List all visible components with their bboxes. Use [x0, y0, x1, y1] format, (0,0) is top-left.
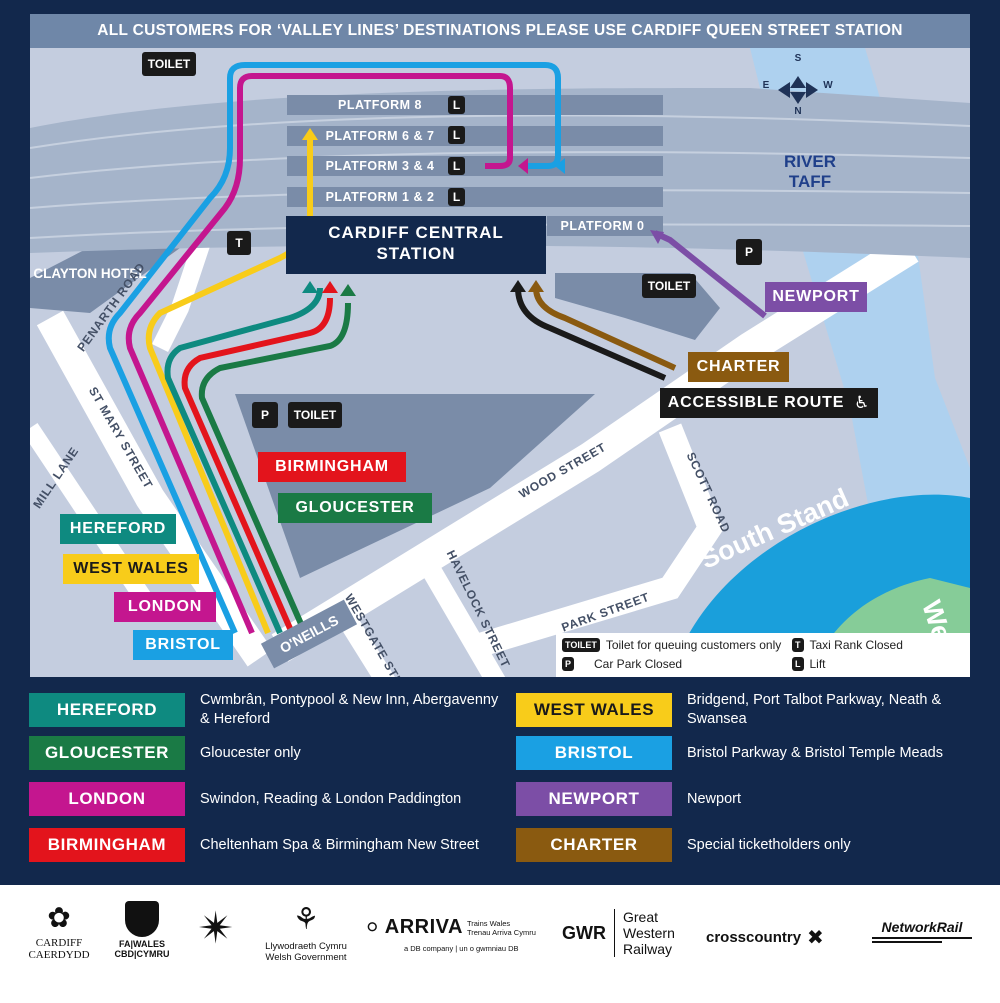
hereford-route-label: HEREFORD — [60, 514, 176, 544]
toilet-badge-top: TOILET — [142, 52, 196, 76]
taxi-rank-badge: T — [227, 231, 251, 255]
platform-8-label: PLATFORM 8 — [338, 98, 422, 112]
network-rail-underline — [872, 937, 972, 939]
route-arrowheads — [302, 128, 664, 296]
lift-icon: L — [448, 126, 465, 144]
gwr-logo: GWR Great Western Railway — [562, 909, 675, 957]
bristol-route-label: BRISTOL — [133, 630, 233, 660]
toilet-badge-west: TOILET — [288, 402, 342, 428]
platform-3-4-label: PLATFORM 3 & 4 — [325, 159, 435, 173]
lift-icon: L — [448, 188, 465, 206]
key-bristol: BRISTOL Bristol Parkway & Bristol Temple… — [516, 736, 987, 770]
hereford-route — [164, 287, 323, 635]
fa-wales-logo: FA|WALES CBD|CYMRU — [110, 901, 174, 959]
destination-key: HEREFORD Cwmbrân, Pontypool & New Inn, A… — [0, 686, 1000, 876]
crosscountry-x-icon: ✖ — [807, 927, 824, 949]
platform-0-strip — [547, 216, 663, 236]
compass-s: S — [794, 53, 802, 64]
platform-0-label: PLATFORM 0 — [560, 219, 645, 233]
key-gloucester: GLOUCESTER Gloucester only — [29, 736, 500, 770]
platform-1-2-strip — [287, 187, 663, 207]
platform-8-strip — [287, 95, 663, 115]
compass-n: N — [794, 106, 802, 117]
key-charter: CHARTER Special ticketholders only — [516, 828, 987, 862]
toilet-badge-east: TOILET — [642, 274, 696, 298]
police-star-icon: ✴ — [197, 904, 235, 953]
havelock-street-road — [421, 562, 506, 677]
lift-icon: L — [448, 96, 465, 114]
scott-road-road — [466, 423, 724, 660]
accessible-route — [515, 287, 667, 381]
arriva-logo: ⚪ ARRIVA Trains Wales Trenau Arriva Cymr… — [364, 916, 536, 953]
walking-routes — [105, 62, 767, 635]
network-rail-logo: NetworkRail — [872, 919, 972, 943]
station-name: CARDIFF CENTRAL STATION — [328, 223, 504, 263]
platform-6-7-strip — [287, 126, 663, 146]
newport-route-label: NEWPORT — [765, 282, 867, 312]
birmingham-route — [181, 297, 333, 635]
charter-route — [533, 287, 677, 371]
welsh-dragon-icon: ⚘ — [292, 903, 320, 936]
valley-lines-banner: ALL CUSTOMERS FOR ‘VALLEY LINES’ DESTINA… — [30, 14, 970, 48]
key-west-wales: WEST WALES Bridgend, Port Talbot Parkway… — [516, 691, 987, 729]
accessible-route-label: ACCESSIBLE ROUTE ♿ — [660, 388, 878, 418]
key-hereford: HEREFORD Cwmbrân, Pontypool & New Inn, A… — [29, 691, 500, 729]
arriva-swoosh-icon: ⚪ — [364, 917, 381, 939]
station-area-map: PLATFORM 8 PLATFORM 6 & 7 PLATFORM 3 & 4… — [30, 48, 970, 677]
platform-1-2-label: PLATFORM 1 & 2 — [325, 190, 435, 204]
wheelchair-icon: ♿ — [854, 393, 871, 412]
station-building — [286, 216, 546, 274]
gloucester-route — [198, 302, 351, 635]
compass-e: E — [762, 80, 770, 91]
london-route-label: LONDON — [114, 592, 216, 622]
compass-rose — [778, 76, 818, 104]
bristol-route — [105, 62, 561, 635]
birmingham-route-label: BIRMINGHAM — [258, 452, 406, 482]
charter-route-label: CHARTER — [688, 352, 789, 382]
london-route — [125, 73, 513, 635]
compass-w: W — [823, 80, 833, 91]
lift-icon: L — [448, 157, 465, 175]
parking-badge-west: P — [252, 402, 278, 428]
penarth-road-road — [151, 215, 219, 353]
cardiff-council-logo: ✿ CARDIFF CAERDYDD — [22, 899, 96, 961]
fa-wales-crest-icon — [125, 901, 159, 937]
river-taff-label: RIVER TAFF — [784, 152, 836, 191]
partner-logos: ✿ CARDIFF CAERDYDD FA|WALES CBD|CYMRU ✴ … — [0, 885, 1000, 1003]
platform-6-7-label: PLATFORM 6 & 7 — [325, 129, 435, 143]
platform-3-4-strip — [287, 156, 663, 176]
key-birmingham: BIRMINGHAM Cheltenham Spa & Birmingham N… — [29, 828, 500, 862]
car-park-block — [235, 394, 595, 578]
key-newport: NEWPORT Newport — [516, 782, 987, 816]
welsh-government-logo: ⚘ Llywodraeth Cymru Welsh Government — [258, 899, 354, 963]
crosscountry-logo: crosscountry ✖ — [706, 927, 824, 949]
parking-badge-east: P — [736, 239, 762, 265]
gloucester-route-label: GLOUCESTER — [278, 493, 432, 523]
network-rail-underline — [872, 941, 942, 943]
dragon-icon: ✿ — [47, 902, 71, 933]
west-wales-route-label: WEST WALES — [63, 554, 199, 584]
clayton-hotel-label: CLAYTON HOTEL — [33, 266, 147, 281]
police-crest-logo: ✴ — [188, 899, 244, 959]
key-london: LONDON Swindon, Reading & London Padding… — [29, 782, 500, 816]
